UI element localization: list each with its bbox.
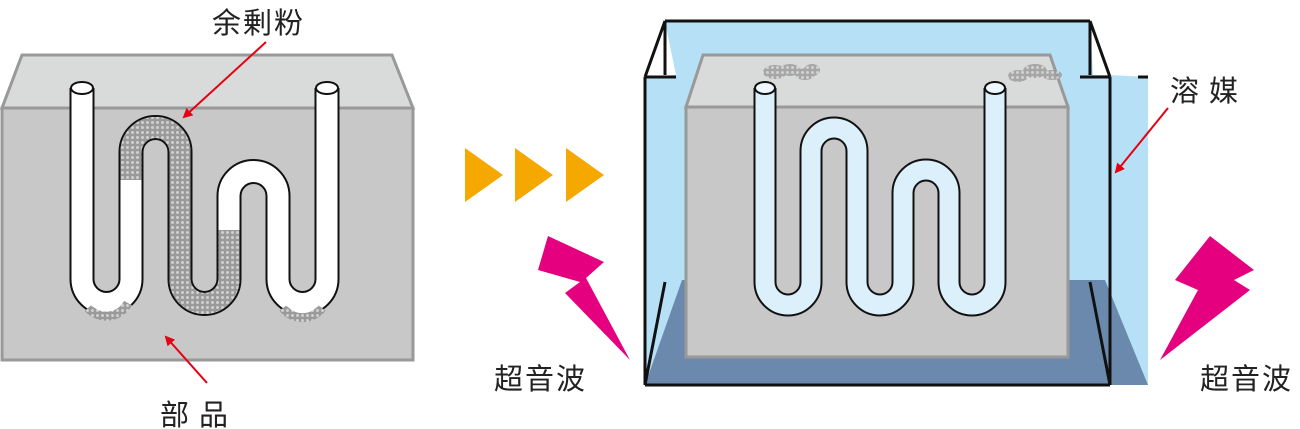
ultrasonic-lightning-right-icon bbox=[1160, 236, 1254, 360]
process-arrows bbox=[465, 148, 604, 202]
powder-pointer-arrow bbox=[182, 41, 267, 119]
ultrasonic-lightning-left-icon bbox=[538, 236, 630, 360]
arrow-3 bbox=[566, 148, 604, 202]
ultrasonic-label-right: 超音波 bbox=[1200, 362, 1294, 396]
arrow-1 bbox=[465, 148, 503, 202]
residual-powder-label: 余剰粉 bbox=[212, 6, 306, 40]
internal-channel-before bbox=[69, 81, 340, 323]
ultrasonic-label-left: 超音波 bbox=[494, 362, 588, 396]
solvent-label: 溶媒 bbox=[1170, 74, 1249, 108]
residual-powder bbox=[120, 117, 240, 314]
solvent-pointer-arrow bbox=[1114, 107, 1169, 174]
part-pointer-arrow bbox=[164, 335, 208, 384]
part-label: 部品 bbox=[160, 398, 239, 429]
tank-frame bbox=[643, 19, 1148, 387]
arrow-2 bbox=[515, 148, 553, 202]
internal-channel-after bbox=[753, 81, 1007, 317]
powder-residue-escaping bbox=[763, 64, 1062, 82]
